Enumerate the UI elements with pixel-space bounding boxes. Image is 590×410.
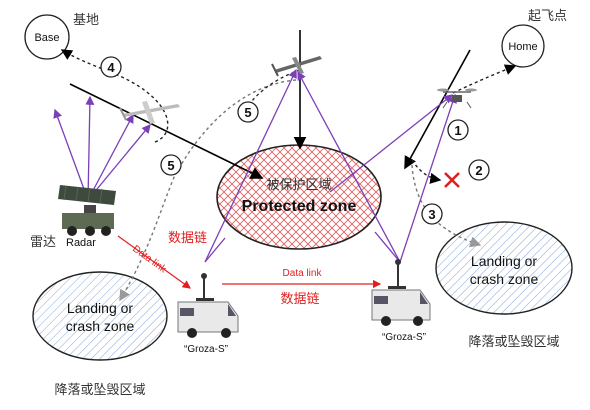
landing-zone-left-label-1: Landing or bbox=[67, 300, 134, 316]
quadcopter-icon bbox=[437, 88, 477, 109]
protected-zone-label: Protected zone bbox=[242, 198, 357, 215]
step-marker-5-left: 5 bbox=[160, 154, 182, 176]
landing-zone-left bbox=[32, 271, 168, 361]
svg-text:1: 1 bbox=[454, 123, 461, 138]
data-link-label-cn-mid: 数据链 bbox=[280, 292, 319, 307]
protected-zone-label-cn: 被保护区域 bbox=[266, 178, 331, 193]
protected-zone bbox=[216, 144, 382, 250]
landing-zone-right-label-cn: 降落或坠毁区域 bbox=[468, 334, 559, 350]
groza-van-right-icon bbox=[371, 259, 431, 326]
svg-text:5: 5 bbox=[167, 158, 174, 173]
landing-zone-right-label-1: Landing or bbox=[471, 253, 538, 269]
base-circle bbox=[24, 14, 70, 60]
drone-destroyed-icon bbox=[444, 172, 460, 188]
jammer-beams bbox=[204, 68, 457, 263]
svg-text:2: 2 bbox=[475, 163, 482, 178]
data-link-label-mid: Data link bbox=[283, 268, 323, 279]
home-label-cn: 起飞点 bbox=[528, 9, 567, 24]
radar-beams bbox=[53, 95, 151, 201]
data-link-label-cn-left: 数据链 bbox=[168, 231, 207, 246]
step-marker-3: 3 bbox=[421, 203, 443, 225]
data-link-radar bbox=[117, 235, 191, 289]
landing-zone-left-label-cn: 降落或坠毁区域 bbox=[54, 382, 145, 398]
home-label: Home bbox=[508, 41, 537, 53]
radar-station-icon bbox=[58, 185, 116, 236]
fixed-wing-drone-top-icon bbox=[271, 56, 322, 77]
step-marker-1: 1 bbox=[447, 119, 469, 141]
svg-text:3: 3 bbox=[428, 207, 435, 222]
home-circle bbox=[501, 24, 545, 68]
svg-text:4: 4 bbox=[107, 60, 115, 75]
groza-right-label: “Groza-S” bbox=[382, 332, 426, 343]
groza-van-left-icon bbox=[177, 273, 239, 338]
radar-label: Radar bbox=[66, 237, 96, 249]
step-marker-2: 2 bbox=[468, 159, 490, 181]
landing-zone-right-label-2: crash zone bbox=[470, 271, 539, 287]
return-home-path bbox=[452, 64, 517, 94]
step-marker-5-top: 5 bbox=[237, 101, 259, 123]
flight-path-left bbox=[69, 83, 264, 179]
base-label-cn: 基地 bbox=[73, 13, 99, 28]
base-label: Base bbox=[34, 32, 59, 44]
drone-top-path bbox=[247, 69, 301, 109]
hover-path bbox=[411, 159, 442, 184]
flight-path-right bbox=[404, 49, 471, 170]
return-to-base-path bbox=[60, 49, 169, 143]
groza-left-label: “Groza-S” bbox=[184, 344, 228, 355]
step-marker-4: 4 bbox=[100, 56, 122, 78]
landing-zone-left-label-2: crash zone bbox=[66, 318, 135, 334]
radar-label-cn: 雷达 bbox=[30, 235, 56, 250]
fixed-wing-drone-left-icon bbox=[119, 101, 180, 124]
svg-text:5: 5 bbox=[244, 105, 251, 120]
data-link-label-left: Data link bbox=[130, 244, 169, 276]
